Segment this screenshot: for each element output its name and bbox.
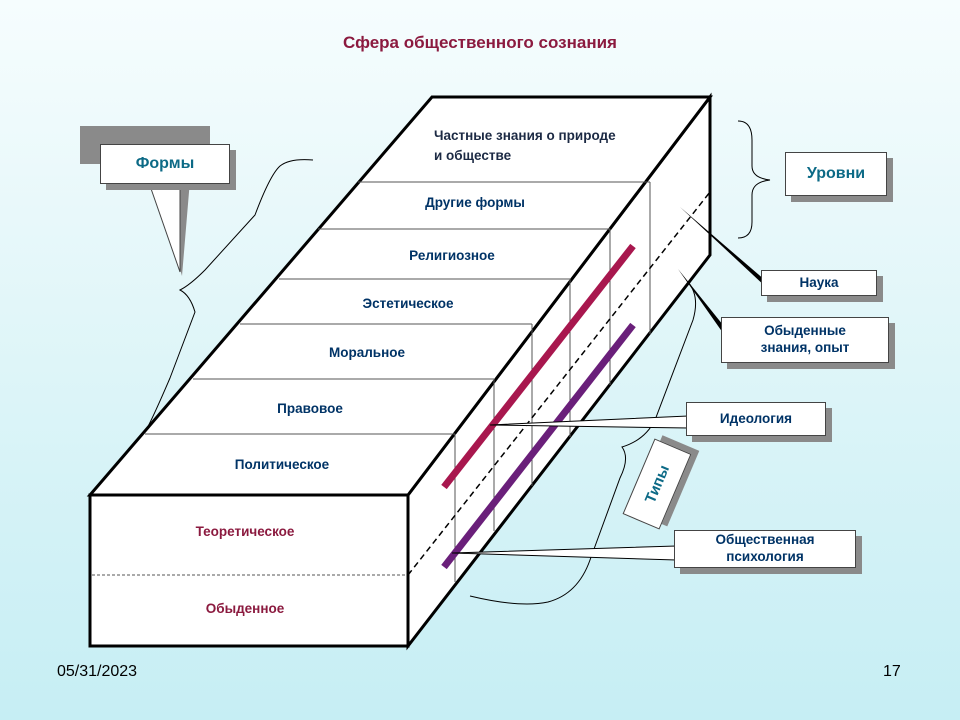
nauka-callout: Наука — [761, 270, 877, 296]
levels-callout: Уровни — [785, 152, 887, 196]
levels-brace — [737, 120, 771, 239]
psychology-line2: психология — [726, 549, 804, 564]
box-front-face — [88, 493, 410, 648]
obydennye-line1: Обыденные — [764, 323, 846, 339]
form-private-knowledge-line2: и обществе — [434, 148, 512, 163]
psychology-line — [441, 322, 636, 570]
form-aesthetic: Эстетическое — [363, 296, 454, 311]
obydennye-pointer — [678, 269, 723, 333]
obydennye-line2: знания, опыт — [760, 340, 850, 355]
level-divider-dashed — [407, 191, 711, 576]
form-dividers — [145, 181, 650, 435]
footer-date: 05/31/2023 — [57, 663, 138, 680]
ideology-callout: Идеология — [686, 402, 826, 436]
psychology-callout: Общественная психология — [674, 530, 856, 568]
level-ordinary: Обыденное — [206, 601, 285, 616]
types-brace — [469, 281, 697, 605]
obydennye-callout: Обыденные знания, опыт — [721, 317, 889, 363]
slide-title: Сфера общественного сознания — [343, 33, 617, 52]
psychology-pointer — [451, 545, 677, 561]
level-theoretical: Теоретическое — [196, 524, 295, 539]
ideology-line — [441, 243, 636, 490]
form-private-knowledge-line1: Частные знания о природе — [434, 128, 616, 143]
form-moral: Моральное — [329, 345, 406, 360]
form-legal: Правовое — [277, 401, 343, 416]
form-political: Политическое — [235, 457, 330, 472]
form-religious: Религиозное — [409, 248, 495, 263]
form-other: Другие формы — [425, 195, 525, 210]
nauka-pointer — [680, 207, 766, 287]
psychology-line1: Общественная — [715, 532, 815, 548]
page-number: 17 — [883, 663, 901, 680]
forms-callout-pointer — [147, 179, 181, 273]
forms-brace — [144, 159, 314, 433]
forms-callout: Формы — [100, 144, 230, 184]
